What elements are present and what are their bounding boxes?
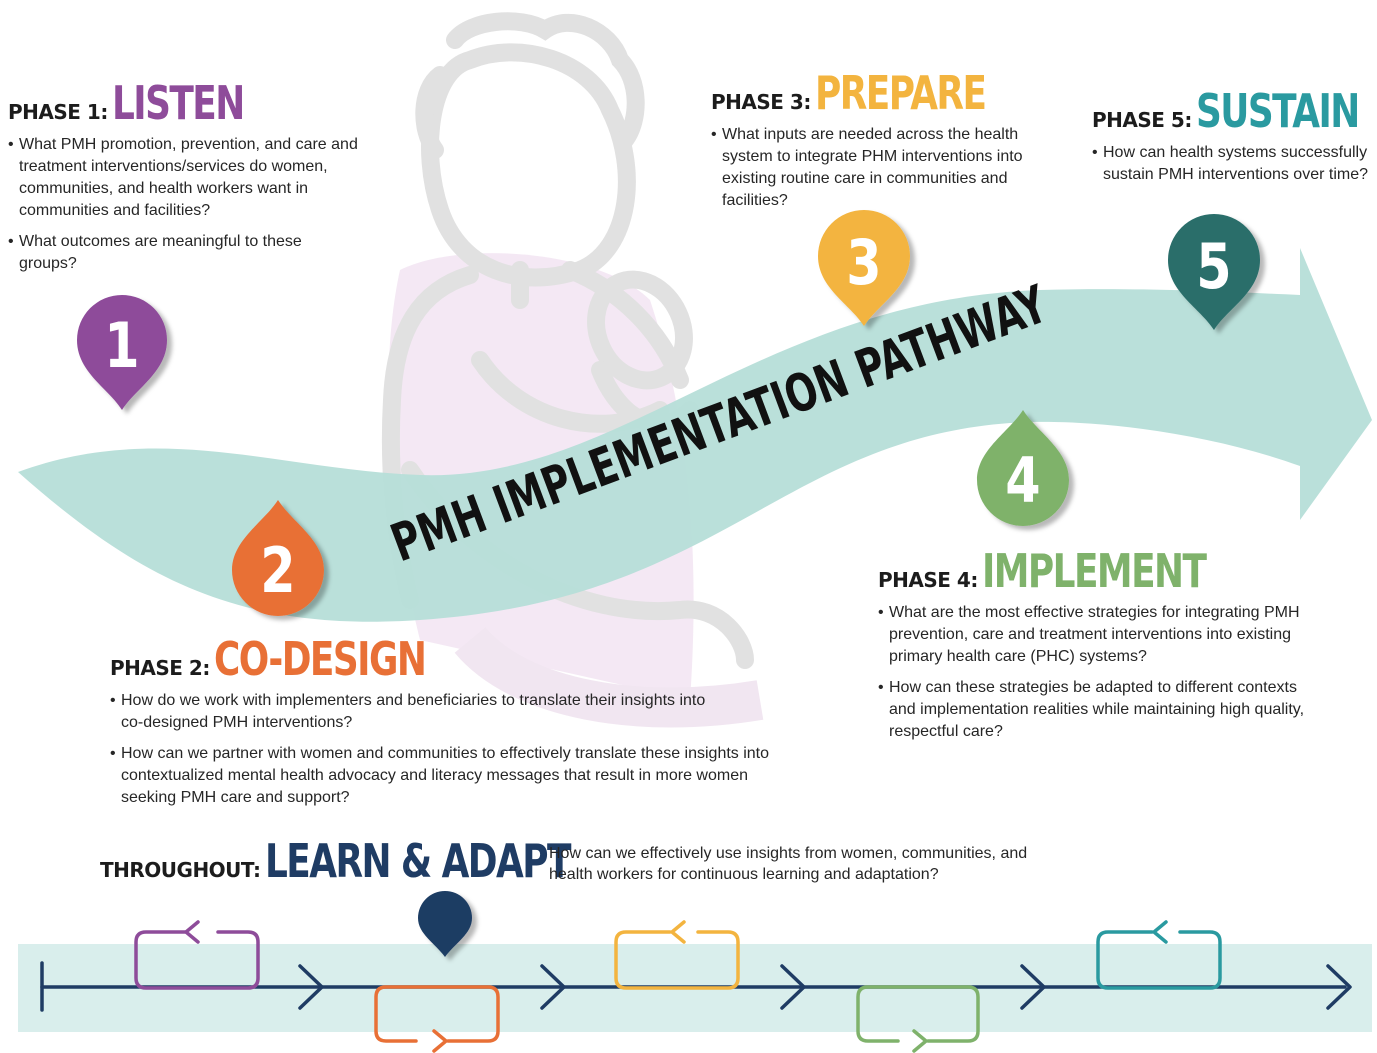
phase-3-prefix: PHASE 3: [711,90,811,114]
phase-3: PHASE 3: PREPARE What inputs are needed … [711,70,1041,221]
phase-2-prefix: PHASE 2: [110,656,210,680]
phase-1-question: What outcomes are meaningful to these gr… [8,231,309,275]
learn-adapt-question: How can we effectively use insights from… [549,845,1028,883]
phase-4-prefix: PHASE 4: [878,568,978,592]
loop-icon-green [856,985,980,1053]
phase-4-questions: What are the most effective strategies f… [878,602,1338,743]
marker-3-number: 3 [846,227,881,299]
phase-5: PHASE 5: SUSTAIN How can health systems … [1092,88,1374,195]
phase-2-question: How do we work with implementers and ben… [110,690,731,734]
phase-2: PHASE 2: CO-DESIGN How do we work with i… [110,636,790,818]
marker-5-number: 5 [1196,231,1231,303]
phase-3-name: PREPARE [815,66,987,120]
marker-2: 2 [232,500,324,616]
phase-1: PHASE 1: LISTEN What PMH promotion, prev… [8,80,368,284]
phase-5-prefix: PHASE 5: [1092,108,1192,132]
phase-3-heading: PHASE 3: PREPARE [711,70,1041,116]
learn-adapt: THROUGHOUT: LEARN & ADAPT [100,838,571,884]
phase-5-questions: How can health systems successfully sust… [1092,142,1374,186]
phase-1-questions: What PMH promotion, prevention, and care… [8,134,368,275]
pathway-arrow [18,248,1372,622]
phase-4: PHASE 4: IMPLEMENT What are the most eff… [878,548,1338,752]
loop-icon-yellow [614,920,740,990]
phase-4-name: IMPLEMENT [982,544,1207,598]
phase-5-question: How can health systems successfully sust… [1092,142,1374,186]
phase-3-questions: What inputs are needed across the health… [711,124,1041,212]
phase-1-heading: PHASE 1: LISTEN [8,80,368,126]
phase-1-question: What PMH promotion, prevention, and care… [8,134,368,222]
phase-2-heading: PHASE 2: CO-DESIGN [110,636,790,682]
loop-icon-teal [1096,920,1222,990]
phase-5-name: SUSTAIN [1196,84,1360,138]
marker-1: 1 [77,295,167,410]
learn-adapt-heading: THROUGHOUT: LEARN & ADAPT [100,838,571,884]
marker-4-number: 4 [1005,445,1040,517]
loop-icon-orange [374,985,500,1053]
phase-2-questions: How do we work with implementers and ben… [110,690,790,809]
marker-2-number: 2 [260,535,295,607]
phase-4-question: What are the most effective strategies f… [878,602,1338,668]
phase-4-question: How can these strategies be adapted to d… [878,677,1319,743]
learn-adapt-prefix: THROUGHOUT: [100,858,261,882]
phase-1-prefix: PHASE 1: [8,100,108,124]
phase-3-question: What inputs are needed across the health… [711,124,1041,212]
loop-icon-purple [134,920,260,990]
learn-adapt-pin [418,891,472,957]
learn-adapt-name: LEARN & ADAPT [264,834,571,888]
marker-1-number: 1 [104,310,139,382]
phase-4-heading: PHASE 4: IMPLEMENT [878,548,1338,594]
phase-1-name: LISTEN [112,76,245,130]
marker-4: 4 [977,410,1069,526]
phase-5-heading: PHASE 5: SUSTAIN [1092,88,1374,134]
phase-2-question: How can we partner with women and commun… [110,743,790,809]
marker-5: 5 [1168,214,1260,330]
marker-3: 3 [818,210,910,326]
phase-2-name: CO-DESIGN [214,632,427,686]
